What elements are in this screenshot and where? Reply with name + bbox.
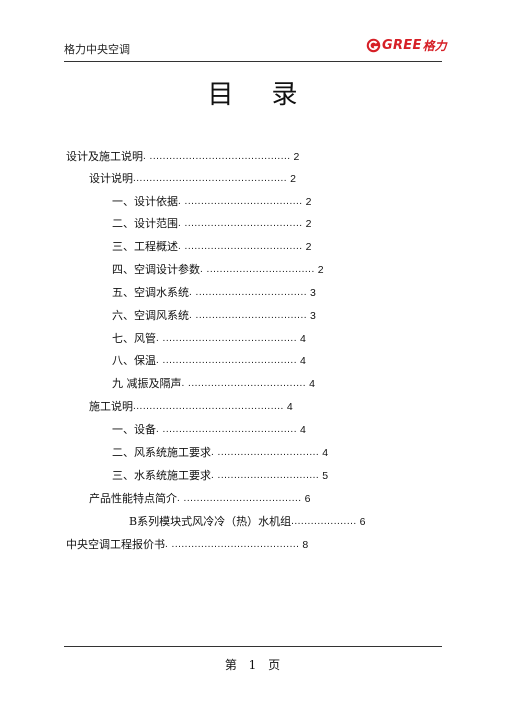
footer-prefix: 第 — [224, 658, 237, 672]
logo-chinese: 格力 — [422, 38, 447, 53]
toc-entry-page: 4 — [299, 355, 306, 367]
toc-entry-leader: . .................................. — [189, 310, 308, 321]
toc-entry[interactable]: 三、水系统施工要求 . ............................… — [112, 469, 328, 483]
toc-entry-page: 6 — [304, 493, 311, 505]
page-footer: 第 1 页 — [0, 656, 505, 673]
header-company-name: 格力中央空调 — [64, 43, 130, 56]
toc-entry-leader: . ......................................… — [156, 333, 297, 344]
toc-entry-leader: . ......................................… — [165, 539, 300, 550]
toc-entry-page: 3 — [310, 287, 316, 299]
toc-entry-label: 六、空调风系统 — [112, 309, 189, 322]
toc-entry-page: 4 — [309, 378, 315, 390]
toc-entry-label: 产品性能特点简介 — [89, 492, 177, 505]
toc-entry-label: 八、保温 — [112, 354, 156, 367]
toc-entry[interactable]: 二、风系统施工要求 . ............................… — [112, 446, 328, 460]
toc-entry-page: 4 — [299, 333, 306, 345]
toc-entry[interactable]: 七、风管 . .................................… — [112, 332, 306, 346]
toc-entry[interactable]: 四、空调设计参数 . .............................… — [112, 263, 324, 277]
toc-entry-label: 九 减振及隔声 — [112, 377, 182, 390]
toc-entry-leader: . .................................. — [189, 287, 308, 298]
toc-entry-page: 5 — [322, 470, 329, 482]
toc-entry-label: 设计及施工说明 — [66, 150, 143, 163]
header-divider — [64, 61, 442, 62]
toc-entry-page: 2 — [290, 173, 296, 185]
toc-entry[interactable]: 一、设计依据 . ...............................… — [112, 195, 311, 209]
footer-divider — [64, 646, 442, 647]
toc-entry[interactable]: 施工说明 ...................................… — [89, 400, 293, 414]
toc-entry-page: 2 — [317, 264, 324, 276]
toc-entry[interactable]: 二、设计范围 . ...............................… — [112, 217, 311, 231]
toc-entry-leader: . .................................... — [177, 493, 302, 504]
toc-entry-leader: . .................................... — [178, 218, 303, 229]
toc-entry-label: 二、设计范围 — [112, 217, 178, 230]
toc-entry-leader: . ................................. — [200, 264, 315, 275]
toc-entry-label: B系列模块式风冷冷（热）水机组 — [129, 515, 292, 528]
toc-entry-page: 3 — [310, 310, 316, 322]
toc-entry-leader: . .................................... — [178, 241, 303, 252]
toc-entry-leader: . ............................... — [211, 447, 320, 458]
gree-logo-icon — [366, 38, 381, 52]
toc-entry-leader: . ......................................… — [156, 424, 297, 435]
toc-entry-label: 设计说明 — [89, 172, 133, 185]
toc-entry-leader: . ......................................… — [156, 355, 297, 366]
toc-entry-page: 4 — [299, 424, 306, 436]
toc-entry-leader: ........................................… — [133, 401, 284, 412]
page-title: 目录 — [207, 80, 336, 110]
toc-entry-leader: . .................................... — [178, 196, 303, 207]
toc-entry-leader: ........................................… — [133, 173, 288, 184]
toc-entry-label: 三、水系统施工要求 — [112, 469, 211, 482]
toc-entry-page: 2 — [305, 196, 312, 208]
toc-entry-page: 4 — [286, 401, 293, 413]
toc-entry-leader: . ......................................… — [143, 151, 291, 162]
toc-entry[interactable]: B系列模块式风冷冷（热）水机组 ....................6 — [129, 515, 366, 529]
toc-entry-leader: . ............................... — [211, 470, 320, 481]
toc-entry-label: 施工说明 — [89, 400, 133, 413]
toc-entry-label: 一、设计依据 — [112, 195, 178, 208]
toc-entry[interactable]: 六、空调风系统 . ..............................… — [112, 309, 316, 323]
toc-entry[interactable]: 三、工程概述 . ...............................… — [112, 240, 311, 254]
toc-entry-page: 8 — [302, 539, 309, 551]
toc-entry-label: 五、空调水系统 — [112, 286, 189, 299]
toc-entry[interactable]: 九 减振及隔声 . ..............................… — [112, 377, 315, 391]
toc-entry[interactable]: 中央空调工程报价书 . ............................… — [66, 538, 308, 552]
toc-entry-label: 四、空调设计参数 — [112, 263, 200, 276]
toc-entry-label: 三、工程概述 — [112, 240, 178, 253]
toc-entry-page: 6 — [359, 516, 366, 528]
footer-suffix: 页 — [268, 658, 281, 672]
toc-entry[interactable]: 五、空调水系统 . ..............................… — [112, 286, 316, 300]
toc-entry[interactable]: 设计及施工说明 . ..............................… — [66, 150, 299, 164]
footer-page-number: 1 — [248, 658, 257, 672]
toc-entry-label: 一、设备 — [112, 423, 156, 436]
toc-entry-label: 中央空调工程报价书 — [66, 538, 165, 551]
toc-entry-label: 二、风系统施工要求 — [112, 446, 211, 459]
toc-entry[interactable]: 八、保温 . .................................… — [112, 354, 306, 368]
toc-entry-page: 2 — [305, 218, 312, 230]
toc-entry[interactable]: 一、设备 . .................................… — [112, 423, 306, 437]
toc-entry-leader: .................... — [291, 516, 357, 527]
toc-entry[interactable]: 产品性能特点简介 . .............................… — [89, 492, 310, 506]
toc-entry-leader: . .................................... — [181, 378, 307, 389]
toc-entry[interactable]: 设计说明 ...................................… — [89, 172, 296, 186]
gree-logo: GREE 格力 — [366, 36, 447, 54]
toc-entry-page: 2 — [305, 241, 312, 253]
toc-entry-label: 七、风管 — [112, 332, 156, 345]
toc-entry-page: 2 — [293, 151, 300, 163]
logo-wordmark: GREE — [382, 37, 422, 53]
toc-entry-page: 4 — [322, 447, 329, 459]
